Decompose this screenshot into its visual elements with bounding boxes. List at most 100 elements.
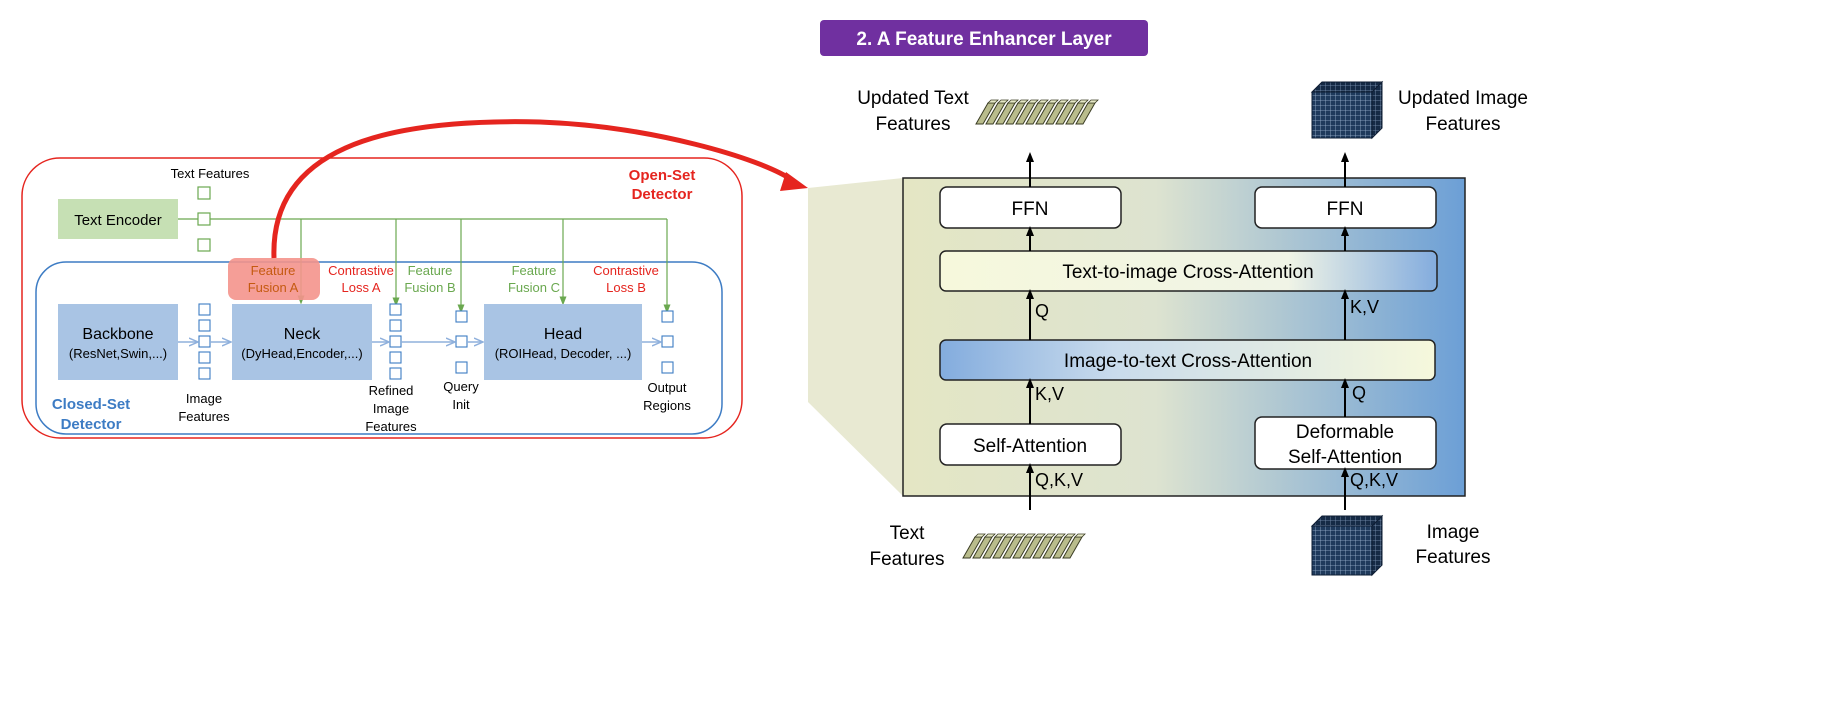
text-token-stack (962, 533, 1086, 559)
zoom-wedge (808, 178, 903, 496)
feature-fusion-a-highlight (228, 258, 320, 300)
title-badge (820, 20, 1148, 56)
text-token-slab-top (1027, 99, 1039, 104)
neck-title: Neck (284, 326, 321, 343)
text-encoder-label: Text Encoder (74, 212, 162, 229)
text-features-input-label: Features (870, 549, 945, 570)
contrastive-loss-a-label: Contrastive (328, 263, 394, 278)
text-token-slab-top (984, 533, 996, 538)
feature-fusion-c-label: Fusion C (508, 280, 560, 295)
contrastive-loss-a-label: Loss A (341, 280, 380, 295)
deformable-label: Deformable (1296, 422, 1394, 443)
updated-text-features-label: Updated Text (857, 88, 969, 109)
output-squares (661, 310, 674, 374)
refined-image-features-label: Refined (369, 383, 414, 398)
image-to-text-cross-attention-label: Image-to-text Cross-Attention (1064, 351, 1312, 372)
open-set-detector-frame (21, 157, 743, 439)
text-token-slab-top (1054, 533, 1066, 538)
text-token-slab-top (1074, 533, 1086, 538)
feature-fusion-a-label: Fusion A (248, 280, 299, 295)
output-regions-label: Regions (643, 398, 691, 413)
text-token-slab-top (1064, 533, 1076, 538)
image-feature-squares (198, 303, 211, 380)
backbone-block (58, 304, 178, 380)
contrastive-loss-b-label: Contrastive (593, 263, 659, 278)
layer-arrows (1026, 152, 1349, 510)
updated-image-features-label: Features (1426, 114, 1501, 135)
open-set-label-line1: Open-Set (629, 167, 696, 184)
head-block (484, 304, 642, 380)
image-feature-cube (1310, 514, 1384, 577)
text-token-slab-top (1007, 99, 1019, 104)
image-features-input-label: Image (1427, 522, 1480, 543)
updated-text-token-stack (975, 99, 1099, 125)
text-token-slab-top (1087, 99, 1099, 104)
open-set-label-line2: Detector (632, 186, 693, 203)
neck-block (232, 304, 372, 380)
ffn-left-label: FFN (1012, 199, 1049, 220)
image-features-label: Image (186, 391, 222, 406)
head-subtitle: (ROIHead, Decoder, ...) (495, 346, 632, 361)
text-token-slab-top (1047, 99, 1059, 104)
neck-subtitle: (DyHead,Encoder,...) (241, 346, 362, 361)
closed-set-label: Closed-Set (52, 396, 130, 413)
q-left-label: Q (1035, 301, 1049, 321)
qkv-left-label: Q,K,V (1035, 470, 1083, 490)
contrastive-loss-b-label: Loss B (606, 280, 646, 295)
feature-fusion-b-label: Feature (408, 263, 453, 278)
updated-image-features-label: Updated Image (1398, 88, 1528, 109)
ffn-right-label: FFN (1327, 199, 1364, 220)
feature-fusion-a-label: Feature (251, 263, 296, 278)
text-token-square (197, 186, 211, 200)
qkv-right-label: Q,K,V (1350, 470, 1398, 490)
text-token-slab-top (997, 99, 1009, 104)
title-badge-label: 2. A Feature Enhancer Layer (856, 29, 1112, 50)
text-features-label: Text Features (171, 166, 250, 181)
zoom-arrow-head (780, 172, 808, 191)
text-token-square (197, 212, 211, 226)
text-token-slab-top (1004, 533, 1016, 538)
image-features-label: Features (178, 409, 230, 424)
feature-fusion-b-label: Fusion B (404, 280, 455, 295)
text-features-input-label: Text (890, 523, 926, 544)
closed-set-label: Detector (61, 416, 122, 433)
text-token-slab-top (1014, 533, 1026, 538)
text-token-slab-top (1044, 533, 1056, 538)
query-squares (455, 310, 468, 374)
self-attention-label: Self-Attention (973, 436, 1087, 457)
deformable-label: Self-Attention (1288, 447, 1402, 468)
text-encoder-block (58, 199, 178, 239)
image-to-text-cross-attention-block (939, 339, 1436, 381)
feature-fusion-c-label: Feature (512, 263, 557, 278)
query-init-label: Init (452, 397, 470, 412)
head-title: Head (544, 326, 582, 343)
kv-right-label: K,V (1350, 297, 1379, 317)
text-token-slab-top (1024, 533, 1036, 538)
text-to-image-cross-attention-block (939, 250, 1438, 292)
text-token-slab-top (1017, 99, 1029, 104)
query-init-label: Query (443, 379, 479, 394)
text-token-slab-top (1057, 99, 1069, 104)
text-to-image-cross-attention-label: Text-to-image Cross-Attention (1062, 262, 1313, 283)
kv-left-label: K,V (1035, 384, 1064, 404)
text-token-slab-top (1067, 99, 1079, 104)
text-token-slab-top (1037, 99, 1049, 104)
text-token-slab-top (974, 533, 986, 538)
updated-text-features-label: Features (876, 114, 951, 135)
output-regions-label: Output (647, 380, 686, 395)
text-token-slab-top (1034, 533, 1046, 538)
text-token-slab-top (994, 533, 1006, 538)
backbone-title: Backbone (82, 326, 153, 343)
updated-image-feature-cube (1310, 80, 1384, 140)
image-features-input-label: Features (1416, 547, 1491, 568)
backbone-subtitle: (ResNet,Swin,...) (69, 346, 167, 361)
refined-image-features-label: Image (373, 401, 409, 416)
closed-set-detector-frame (35, 261, 723, 435)
q-right-label: Q (1352, 383, 1366, 403)
text-token-square (197, 238, 211, 252)
text-token-slab-top (987, 99, 999, 104)
text-token-slab-top (1077, 99, 1089, 104)
refined-image-features-label: Features (365, 419, 417, 434)
